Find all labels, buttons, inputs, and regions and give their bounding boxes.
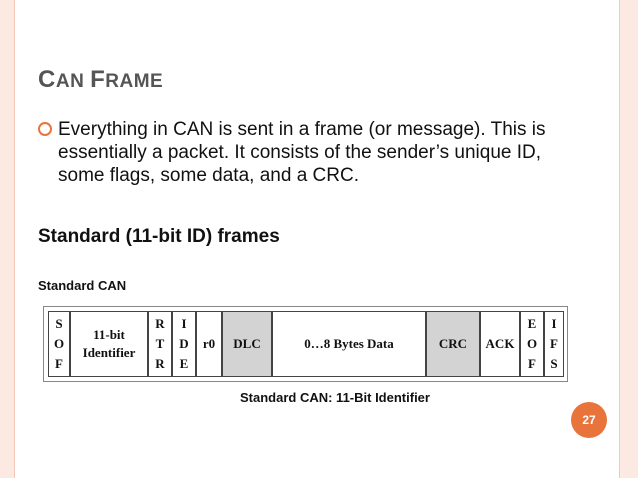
bullet-item: Everything in CAN is sent in a frame (or…: [38, 118, 558, 187]
bullet-ring-icon: [38, 122, 52, 136]
subheading: Standard (11-bit ID) frames: [38, 226, 280, 247]
field-eof-label: E O F: [526, 316, 538, 371]
field-identifier: 11-bit Identifier: [70, 311, 148, 377]
field-data-label: 0…8 Bytes Data: [304, 336, 394, 351]
field-ide: I D E: [172, 311, 196, 377]
field-ifs-label: I F S: [550, 316, 558, 371]
field-r0-label: r0: [202, 336, 216, 351]
bullet-text: Everything in CAN is sent in a frame (or…: [58, 119, 546, 186]
field-crc: CRC: [426, 311, 480, 377]
field-data: 0…8 Bytes Data: [272, 311, 426, 377]
figure-label: Standard CAN: [38, 278, 127, 293]
field-identifier-label: 11-bit Identifier: [82, 327, 136, 360]
page-number: 27: [582, 413, 596, 427]
field-ide-label: I D E: [179, 316, 189, 371]
left-margin-band: [0, 0, 15, 478]
field-rtr: R T R: [148, 311, 172, 377]
field-ack: ACK: [480, 311, 520, 377]
title-initial-c: C: [38, 66, 56, 93]
slide-title: CAN FRAME: [38, 66, 163, 94]
field-ifs: I F S: [544, 311, 564, 377]
right-margin-band: [619, 0, 638, 478]
field-ack-label: ACK: [485, 336, 515, 351]
field-sof: S O F: [48, 311, 70, 377]
title-rest-an: AN: [55, 71, 91, 92]
field-dlc-label: DLC: [233, 336, 261, 351]
title-initial-f: F: [90, 66, 106, 93]
can-frame-diagram: S O F 11-bit Identifier R T R I D E r0 D…: [43, 306, 568, 382]
figure-caption: Standard CAN: 11-Bit Identifier: [240, 390, 430, 405]
page-number-badge: 27: [571, 402, 607, 438]
field-sof-label: S O F: [53, 316, 65, 371]
field-dlc: DLC: [222, 311, 272, 377]
field-rtr-label: R T R: [155, 316, 165, 371]
title-rest-rame: RAME: [105, 71, 164, 92]
field-eof: E O F: [520, 311, 544, 377]
field-r0: r0: [196, 311, 222, 377]
field-crc-label: CRC: [438, 336, 468, 351]
